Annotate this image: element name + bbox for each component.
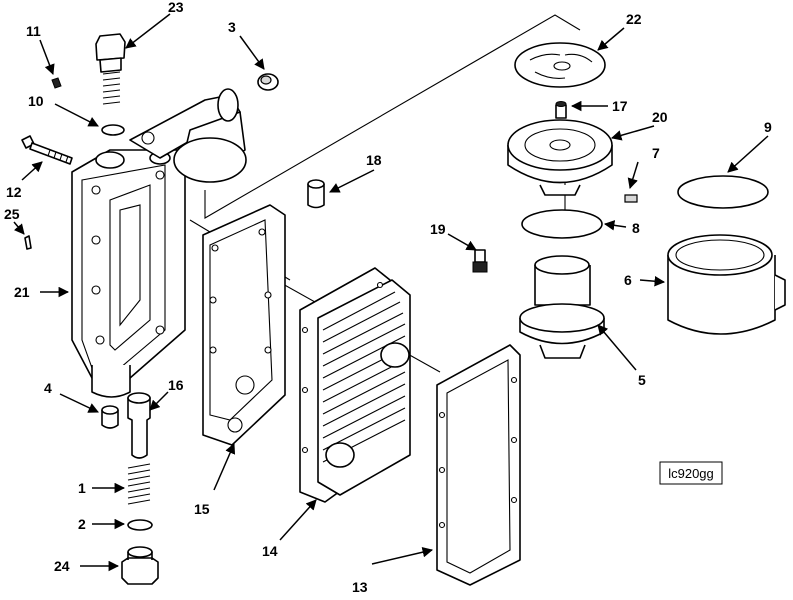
callout-12: 12	[6, 184, 22, 200]
callout-24: 24	[54, 558, 70, 574]
callout-17: 17	[612, 98, 628, 114]
callout-1: 1	[78, 480, 86, 496]
plug-11-part	[51, 77, 62, 89]
callout-5: 5	[638, 372, 646, 388]
plug-3-part	[257, 73, 279, 91]
callout-8: 8	[632, 220, 640, 236]
callout-13: 13	[352, 579, 368, 595]
elbow-outlet-part	[129, 88, 247, 183]
plug-17-part	[555, 101, 567, 119]
ring-9-part	[677, 175, 769, 209]
callout-19: 19	[430, 221, 446, 237]
callout-2: 2	[78, 516, 86, 532]
callout-15: 15	[194, 501, 210, 517]
adapter-5-part	[519, 255, 605, 359]
valve-16-part	[127, 392, 151, 459]
o-ring-10-part	[101, 124, 125, 136]
filter-head-20-part	[507, 119, 613, 196]
plug-4-part	[101, 405, 119, 429]
callout-21: 21	[14, 284, 30, 300]
filter-cup-6-part	[667, 234, 786, 335]
plug-7-part	[624, 194, 638, 203]
callout-labels: 1 2 3 4 5 6 7 8 9 10 11 12 13 14 15 16 1…	[4, 0, 772, 595]
pin-25-part	[24, 235, 32, 250]
plate-22-part	[514, 42, 606, 88]
reference-code-box: lc920gg	[659, 461, 723, 485]
bolt-12-part	[21, 135, 73, 165]
cooler-core-part	[299, 267, 411, 503]
callout-20: 20	[652, 109, 668, 125]
reference-code: lc920gg	[668, 466, 714, 481]
callout-7: 7	[652, 145, 660, 161]
fitting-18-part	[307, 179, 325, 209]
callout-6: 6	[624, 272, 632, 288]
relief-valve-plug-part	[95, 33, 126, 105]
spring-1-part	[127, 463, 151, 505]
bolt-19-part	[472, 249, 488, 273]
cooler-housing-part	[71, 149, 186, 398]
callout-16: 16	[168, 377, 184, 393]
callout-18: 18	[366, 152, 382, 168]
callout-leaders	[13, 13, 769, 572]
o-ring-8-part	[521, 209, 603, 239]
callout-11: 11	[26, 23, 41, 39]
gasket-13-part	[436, 344, 521, 586]
callout-3: 3	[228, 19, 236, 35]
gasket-15-part	[202, 204, 286, 446]
callout-23: 23	[168, 0, 184, 15]
callout-25: 25	[4, 206, 20, 222]
plug-24-part	[121, 546, 159, 585]
callout-22: 22	[626, 11, 642, 27]
callout-14: 14	[262, 543, 278, 559]
o-ring-2-part	[127, 519, 153, 531]
callout-10: 10	[28, 93, 44, 109]
callout-9: 9	[764, 119, 772, 135]
callout-4: 4	[44, 380, 52, 396]
